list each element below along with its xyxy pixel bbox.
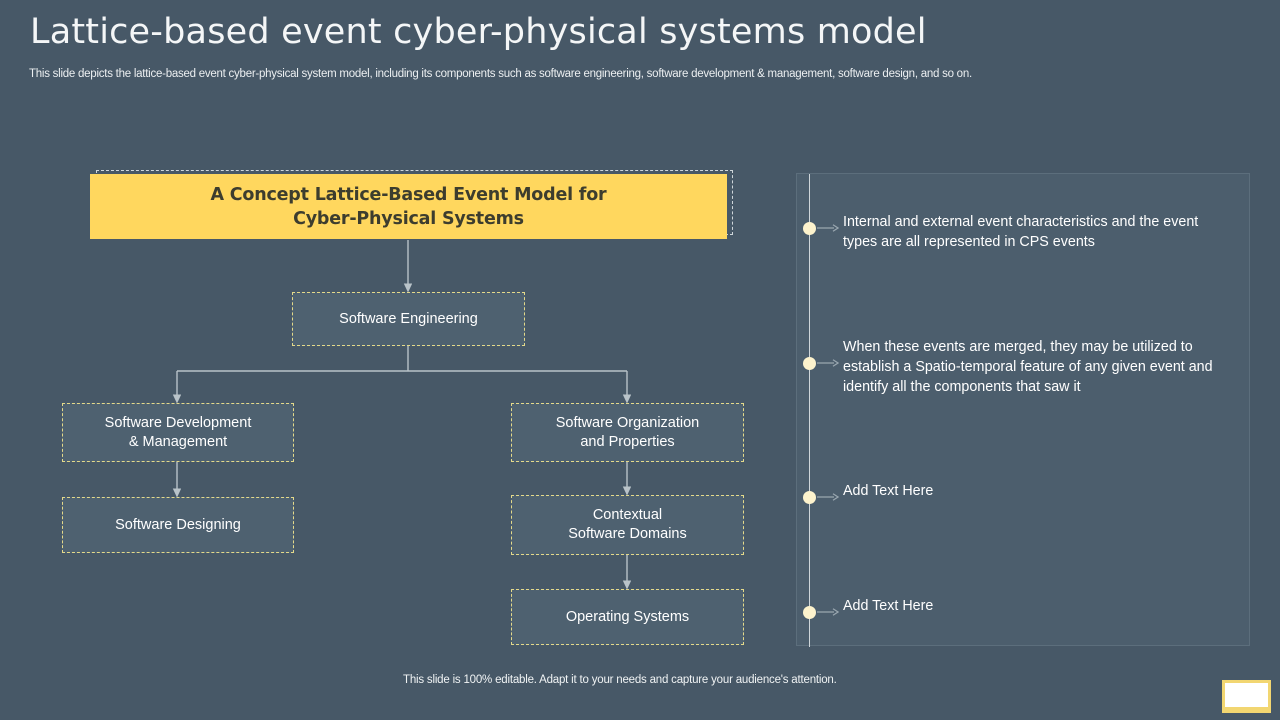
node-software-development-management-line2: & Management <box>128 433 228 450</box>
brand-logo-placeholder <box>1222 680 1271 713</box>
timeline-item-text: Add Text Here <box>843 598 934 614</box>
node-contextual-software-domains-line2: Software Domains <box>568 526 687 542</box>
arrow-right-icon <box>817 608 839 616</box>
timeline-axis-line <box>809 174 810 647</box>
page-subtitle: This slide depicts the lattice-based eve… <box>29 68 972 80</box>
timeline-dot-icon <box>803 491 816 504</box>
timeline-item-text: Internal and external event characterist… <box>843 214 1199 250</box>
node-software-organization-properties-line1: Software Organization <box>555 414 700 431</box>
node-contextual-software-domains-line1: Contextual <box>592 507 663 523</box>
arrow-right-icon <box>817 493 839 501</box>
node-software-development-management-line1: Software Development <box>104 414 252 431</box>
timeline-dot-icon <box>803 357 816 370</box>
timeline-dot-icon <box>803 606 816 619</box>
node-root-line1: A Concept Lattice-Based Event Model for <box>210 184 607 205</box>
node-software-organization-properties[interactable]: Software Organization and Properties <box>511 403 744 462</box>
footer-note: This slide is 100% editable. Adapt it to… <box>403 674 837 686</box>
node-root-line2: Cyber-Physical Systems <box>293 208 524 229</box>
arrow-right-icon <box>817 224 839 232</box>
node-operating-systems[interactable]: Operating Systems <box>511 589 744 645</box>
page-title: Lattice-based event cyber-physical syste… <box>30 12 927 52</box>
brand-logo-inner <box>1225 683 1268 707</box>
lattice-diagram: A Concept Lattice-Based Event Model for … <box>62 170 744 645</box>
node-software-engineering-label: Software Engineering <box>339 310 478 327</box>
node-software-designing-label: Software Designing <box>115 516 241 533</box>
node-software-development-management[interactable]: Software Development & Management <box>62 403 294 462</box>
timeline-item-text: Add Text Here <box>843 483 934 499</box>
node-software-engineering[interactable]: Software Engineering <box>292 292 525 346</box>
timeline-dot-icon <box>803 222 816 235</box>
node-root-concept-lattice[interactable]: A Concept Lattice-Based Event Model for … <box>90 174 727 239</box>
node-software-designing[interactable]: Software Designing <box>62 497 294 553</box>
node-operating-systems-label: Operating Systems <box>565 608 690 625</box>
diagram-connectors <box>172 240 632 590</box>
node-contextual-software-domains[interactable]: Contextual Software Domains <box>511 495 744 555</box>
arrow-right-icon <box>817 359 839 367</box>
timeline-item-text: When these events are merged, they may b… <box>843 339 1213 395</box>
timeline-panel: Internal and external event characterist… <box>796 173 1250 647</box>
node-software-organization-properties-line2: and Properties <box>580 433 675 450</box>
